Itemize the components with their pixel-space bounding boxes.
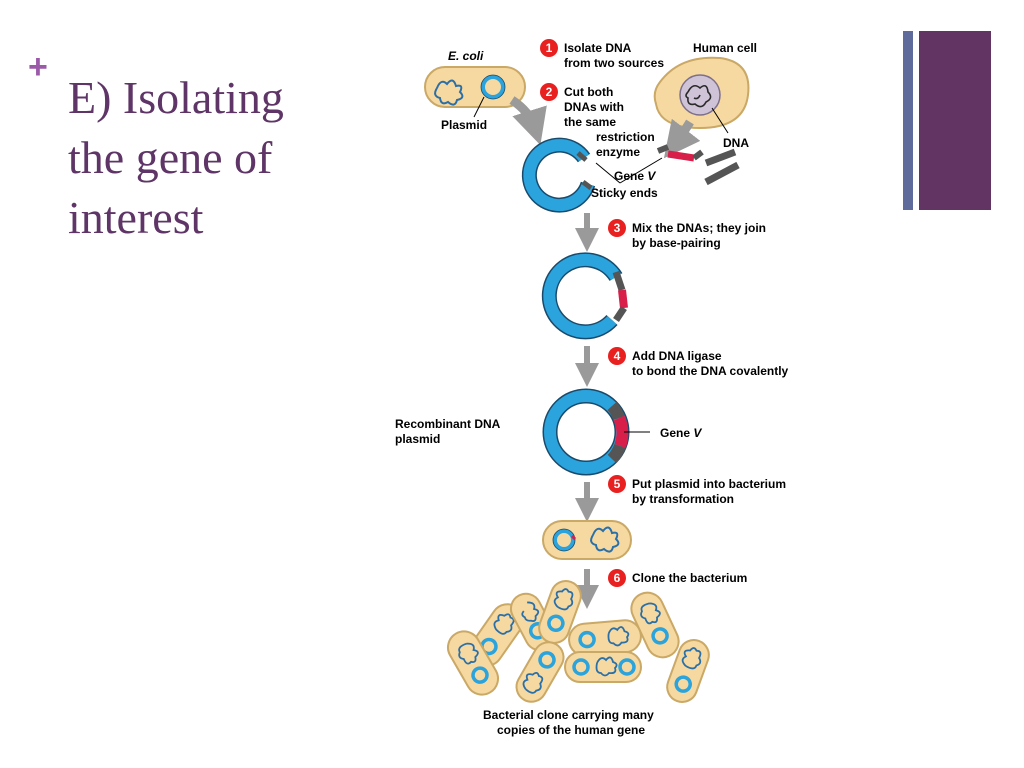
decorative-bar-thin: [903, 31, 913, 210]
recombinant-label-2: plasmid: [395, 432, 440, 446]
open-plasmid: [521, 137, 596, 213]
step-badge-3-icon: [608, 219, 626, 237]
step-4-text-2: to bond the DNA covalently: [632, 364, 789, 378]
step-1: 1 Isolate DNA from two sources: [540, 39, 664, 70]
step-badge-5-icon: [608, 475, 626, 493]
decorative-bar-thick: [919, 31, 991, 210]
curved-arrow-left: [509, 96, 547, 146]
step-number-1: 1: [546, 41, 553, 55]
step-number-6: 6: [614, 571, 621, 585]
step-4: 4 Add DNA ligase to bond the DNA covalen…: [608, 347, 789, 378]
recombinant-label-1: Recombinant DNA: [395, 417, 501, 431]
step-badge-4-icon: [608, 347, 626, 365]
step-2-text-4: restriction: [596, 130, 655, 144]
step-5-text-1: Put plasmid into bacterium: [632, 477, 786, 491]
step-number-2: 2: [546, 85, 553, 99]
plasmid-label: Plasmid: [441, 118, 487, 132]
step-number-4: 4: [614, 349, 621, 363]
plus-bullet-icon: +: [28, 48, 48, 86]
step-badge-6-icon: [608, 569, 626, 587]
title-line-3: interest: [68, 192, 204, 243]
joined-plasmid: [541, 252, 628, 340]
curved-arrow-right: [663, 118, 701, 159]
human-cell: [653, 56, 750, 130]
bacterial-clone-cluster: [447, 580, 710, 703]
step-number-5: 5: [614, 477, 621, 491]
step-number-3: 3: [614, 221, 621, 235]
sticky-ends-label: Sticky ends: [591, 186, 658, 200]
human-cell-label: Human cell: [693, 41, 757, 55]
ecoli-label: E. coli: [448, 49, 484, 63]
step-5: 5 Put plasmid into bacterium by transfor…: [608, 475, 786, 506]
step-5-text-2: by transformation: [632, 492, 734, 506]
step-2-text-5: enzyme: [596, 145, 640, 159]
step-3-text-1: Mix the DNAs; they join: [632, 221, 766, 235]
step-3-text-2: by base-pairing: [632, 236, 721, 250]
step-badge-1-icon: [540, 39, 558, 57]
step-1-text-2: from two sources: [564, 56, 664, 70]
sticky-end-pointer-b: [619, 157, 663, 184]
dna-leader-line: [711, 107, 729, 134]
title-line-2: the gene of: [68, 132, 273, 183]
sticky-end-pointer-a: [595, 162, 621, 184]
step-6: 6 Clone the bacterium: [608, 569, 747, 587]
step-6-text-1: Clone the bacterium: [632, 571, 747, 585]
title-line-1: E) Isolating: [68, 72, 284, 123]
ecoli-cell: [424, 66, 526, 108]
bottom-caption-2: copies of the human gene: [497, 723, 645, 737]
gene-label-top: Gene V: [614, 169, 656, 183]
plasmid-leader-line: [473, 96, 485, 118]
step-2: 2 Cut both DNAs with the same restrictio…: [540, 83, 655, 159]
step-4-text-1: Add DNA ligase: [632, 349, 722, 363]
step-2-text-3: the same: [564, 115, 616, 129]
dna-fragment-gray-2: [704, 161, 740, 186]
step-3: 3 Mix the DNAs; they join by base-pairin…: [608, 219, 766, 250]
step-badge-2-icon: [540, 83, 558, 101]
human-dna-fragment: [656, 144, 704, 162]
gene-label-bottom: Gene V: [660, 426, 702, 440]
step-2-text-2: DNAs with: [564, 100, 624, 114]
dna-fragment-gray-1: [704, 148, 737, 167]
dna-label: DNA: [723, 136, 749, 150]
recombinant-plasmid: [542, 388, 630, 476]
slide-title: E) Isolating the gene of interest: [68, 68, 368, 248]
transformed-bacterium: [542, 520, 632, 560]
step-1-text-1: Isolate DNA: [564, 41, 632, 55]
step-2-text-1: Cut both: [564, 85, 613, 99]
bottom-caption-1: Bacterial clone carrying many: [483, 708, 654, 722]
